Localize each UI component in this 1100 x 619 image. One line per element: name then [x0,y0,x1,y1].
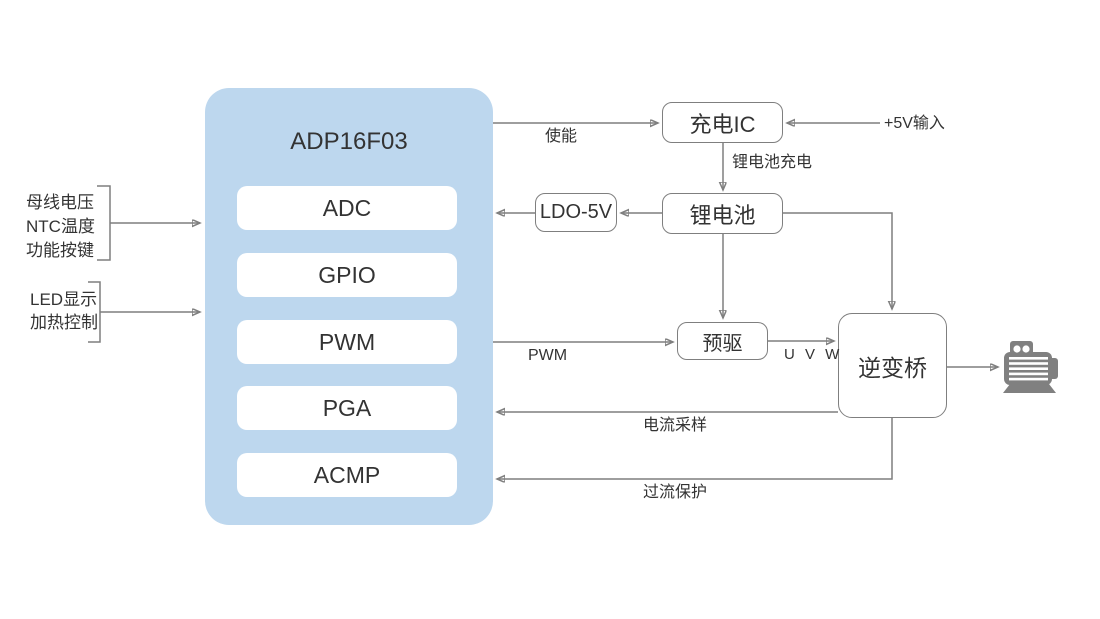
motor-icon [1003,341,1058,393]
wire-label-5v-input: +5V输入 [884,115,945,132]
node-battery: 锂电池 [662,193,783,234]
chip-block-pga: PGA [237,386,457,430]
node-charge-ic: 充电IC [662,102,783,143]
input-signal-bus-voltage: 母线电压 [26,193,94,212]
chip-block-adc: ADC [237,186,457,230]
input-signal-ntc-temp: NTC温度 [26,217,95,236]
wire-label-pwm: PWM [528,347,568,364]
node-inverter-bridge: 逆变桥 [838,313,947,418]
wire-label-enable: 使能 [545,128,578,145]
chip-title: ADP16F03 [290,128,408,155]
input-signal-group: 母线电压 NTC温度 功能按键 [26,191,95,263]
output-signal-heat-control: 加热控制 [30,313,98,332]
wire-label-current-sample: 电流采样 [643,417,708,434]
output-signal-group: LED显示 加热控制 [30,288,98,334]
output-signal-led-display: LED显示 [30,290,98,309]
wire-overcurrent [497,418,893,479]
wire-label-battery-charge: 锂电池充电 [732,154,813,171]
chip-block-gpio: GPIO [237,253,457,297]
node-predriver: 预驱 [677,322,768,360]
chip-block-pwm: PWM [237,320,457,364]
mcu-chip: ADP16F03 ADC GPIO PWM PGA ACMP [205,88,493,525]
chip-block-acmp: ACMP [237,453,457,497]
wire-label-uvw: U V W [784,346,843,363]
node-ldo-5v: LDO-5V [535,193,617,232]
wire-battery-inverter [783,212,892,309]
bracket-inputs [97,185,111,261]
input-signal-function-key: 功能按键 [26,241,94,260]
wire-label-overcurrent: 过流保护 [643,484,708,501]
